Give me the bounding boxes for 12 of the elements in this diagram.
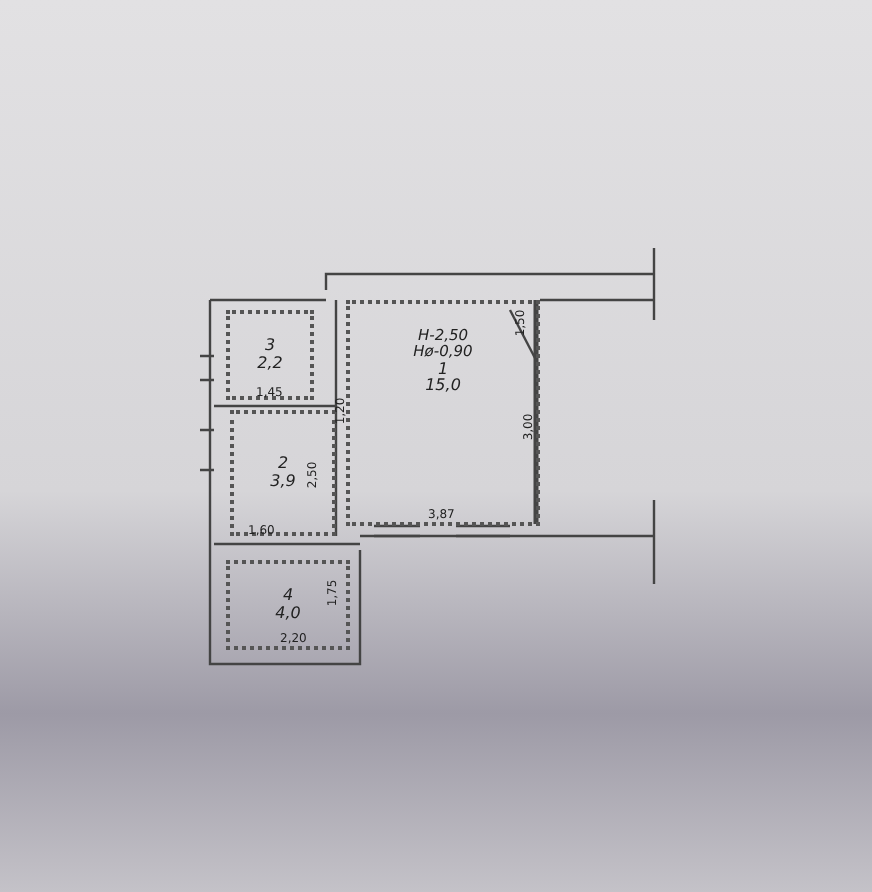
room-outline <box>346 300 540 526</box>
room-area: 2,2 <box>257 355 283 373</box>
room-number: 2 <box>277 455 289 473</box>
room-area: 4,0 <box>275 605 301 623</box>
room-area: 15,0 <box>425 378 461 397</box>
room-area: 3,9 <box>270 473 296 491</box>
room-outline <box>230 410 336 536</box>
room-number: 1 <box>437 361 449 378</box>
room-number: 4 <box>282 587 294 605</box>
room-number: 3 <box>264 337 276 355</box>
room-outline <box>226 310 314 400</box>
room-outline <box>226 560 350 650</box>
